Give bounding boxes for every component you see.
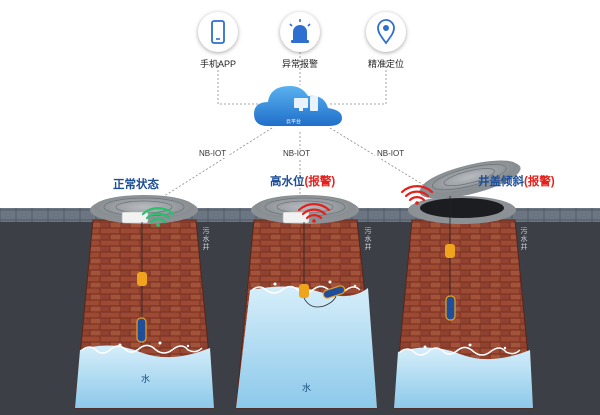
signal-icon-high (297, 203, 331, 223)
well-tilted-lid (393, 160, 534, 409)
alarm-label: 异常报警 (281, 59, 318, 69)
location-pin-icon (377, 19, 395, 45)
phone-icon (211, 20, 225, 44)
water-splashes (118, 280, 507, 350)
water-label-high: 水 (302, 383, 312, 393)
well-label-high: 污水井 (364, 227, 371, 251)
well-normal (74, 195, 215, 409)
status-normal: 正常状态 (113, 179, 159, 191)
well-label-normal: 污水井 (202, 227, 209, 251)
status-high-water: 高水位(报警) (270, 176, 336, 188)
locate-label: 精准定位 (367, 59, 404, 69)
alarm-tag: (报警) (304, 176, 336, 188)
signal-icon-normal (141, 207, 175, 227)
cloud-platform-icon (254, 86, 342, 126)
signal-icon-tilt (400, 185, 434, 205)
locate-node (366, 12, 406, 52)
status-tilted-lid: 井盖倾斜(报警) (478, 176, 555, 188)
link-label-left: NB-IOT (197, 149, 229, 158)
link-label-right: NB-IOT (375, 149, 407, 158)
well-label-tilt: 污水井 (520, 227, 527, 251)
siren-icon (289, 19, 311, 43)
phone-app-label: 手机APP (199, 59, 236, 69)
alarm-tag: (报警) (524, 176, 555, 188)
phone-app-node (198, 12, 238, 52)
link-label-mid: NB-IOT (281, 149, 313, 158)
alarm-node (280, 12, 320, 52)
cloud-platform-label: 云平台 (286, 119, 302, 125)
well-high-water (235, 195, 378, 409)
water-label-normal: 水 (141, 374, 151, 384)
